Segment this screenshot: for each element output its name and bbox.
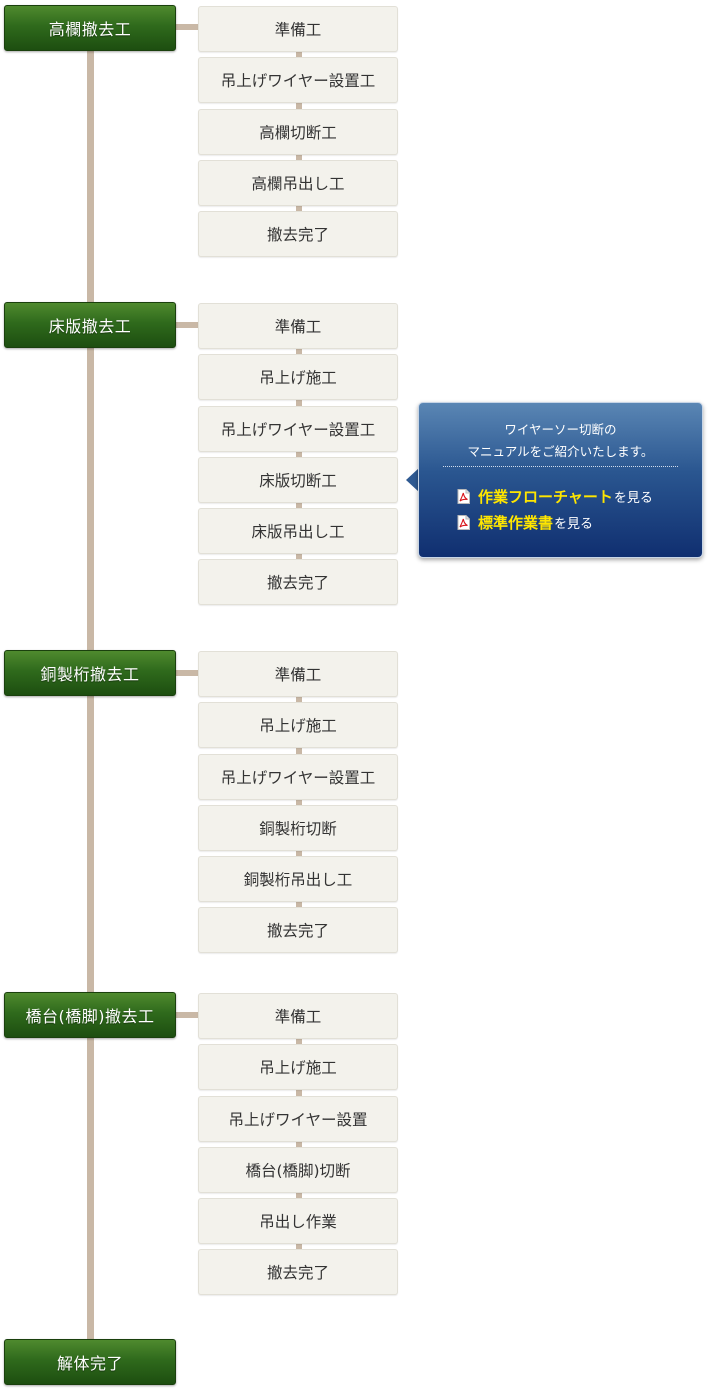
- step-box: 橋台(橋脚)切断: [198, 1147, 398, 1193]
- standard-manual-link[interactable]: 標準作業書 を見る: [457, 512, 593, 533]
- step-box: 撤去完了: [198, 559, 398, 605]
- manual-callout: ワイヤーソー切断の マニュアルをご紹介いたします。 作業フローチャート を見る …: [418, 402, 703, 558]
- step-connector: [296, 551, 302, 561]
- step-connector: [296, 1036, 302, 1046]
- stage-connector: [175, 670, 199, 676]
- callout-title-line: ワイヤーソー切断の: [504, 422, 617, 437]
- step-box: 準備工: [198, 6, 398, 52]
- step-box: 撤去完了: [198, 211, 398, 257]
- step-connector: [296, 397, 302, 407]
- step-box: 撤去完了: [198, 1249, 398, 1295]
- step-connector: [296, 1190, 302, 1200]
- callout-title: ワイヤーソー切断の マニュアルをご紹介いたします。: [419, 419, 702, 463]
- flowchart-link-suffix: を見る: [613, 491, 653, 506]
- step-connector: [296, 745, 302, 755]
- step-box: 準備工: [198, 651, 398, 697]
- step-box: 床版切断工: [198, 457, 398, 503]
- flowchart-link[interactable]: 作業フローチャート を見る: [457, 486, 653, 507]
- step-box: 銅製桁吊出し工: [198, 856, 398, 902]
- step-connector: [296, 1087, 302, 1097]
- step-connector: [296, 500, 302, 510]
- stage-dismantle-complete: 解体完了: [4, 1339, 176, 1385]
- pdf-icon: [457, 515, 470, 530]
- flowchart-link-label: 作業フローチャート: [478, 488, 613, 506]
- step-connector: [296, 151, 302, 161]
- stage-railing-removal: 高欄撤去工: [4, 5, 176, 51]
- step-box: 床版吊出し工: [198, 508, 398, 554]
- step-connector: [296, 346, 302, 356]
- step-connector: [296, 48, 302, 58]
- callout-divider: [443, 466, 678, 467]
- step-box: 吊上げ施工: [198, 1044, 398, 1090]
- step-box: 高欄吊出し工: [198, 160, 398, 206]
- standard-manual-link-suffix: を見る: [554, 517, 594, 532]
- step-box: 銅製桁切断: [198, 805, 398, 851]
- standard-manual-link-label: 標準作業書: [478, 514, 554, 532]
- step-box: 吊出し作業: [198, 1198, 398, 1244]
- step-box: 吊上げワイヤー設置工: [198, 57, 398, 103]
- step-box: 吊上げ施工: [198, 354, 398, 400]
- step-connector: [296, 848, 302, 858]
- step-connector: [296, 899, 302, 909]
- step-box: 準備工: [198, 303, 398, 349]
- stage-abutment-removal: 橋台(橋脚)撤去工: [4, 992, 176, 1038]
- step-box: 準備工: [198, 993, 398, 1039]
- step-box: 撤去完了: [198, 907, 398, 953]
- stage-connector: [175, 322, 199, 328]
- step-box: 吊上げ施工: [198, 702, 398, 748]
- step-connector: [296, 1139, 302, 1149]
- pdf-icon: [457, 489, 470, 504]
- callout-pointer: [406, 468, 419, 492]
- callout-title-line: マニュアルをご紹介いたします。: [467, 444, 654, 459]
- step-connector: [296, 1241, 302, 1251]
- stage-slab-removal: 床版撤去工: [4, 302, 176, 348]
- step-box: 高欄切断工: [198, 109, 398, 155]
- step-connector: [296, 694, 302, 704]
- stage-connector: [175, 24, 199, 30]
- step-box: 吊上げワイヤー設置工: [198, 754, 398, 800]
- step-box: 吊上げワイヤー設置: [198, 1096, 398, 1142]
- step-connector: [296, 449, 302, 459]
- step-connector: [296, 797, 302, 807]
- step-connector: [296, 202, 302, 212]
- step-connector: [296, 100, 302, 110]
- stage-girder-removal: 銅製桁撤去工: [4, 650, 176, 696]
- stage-connector: [175, 1012, 199, 1018]
- step-box: 吊上げワイヤー設置工: [198, 406, 398, 452]
